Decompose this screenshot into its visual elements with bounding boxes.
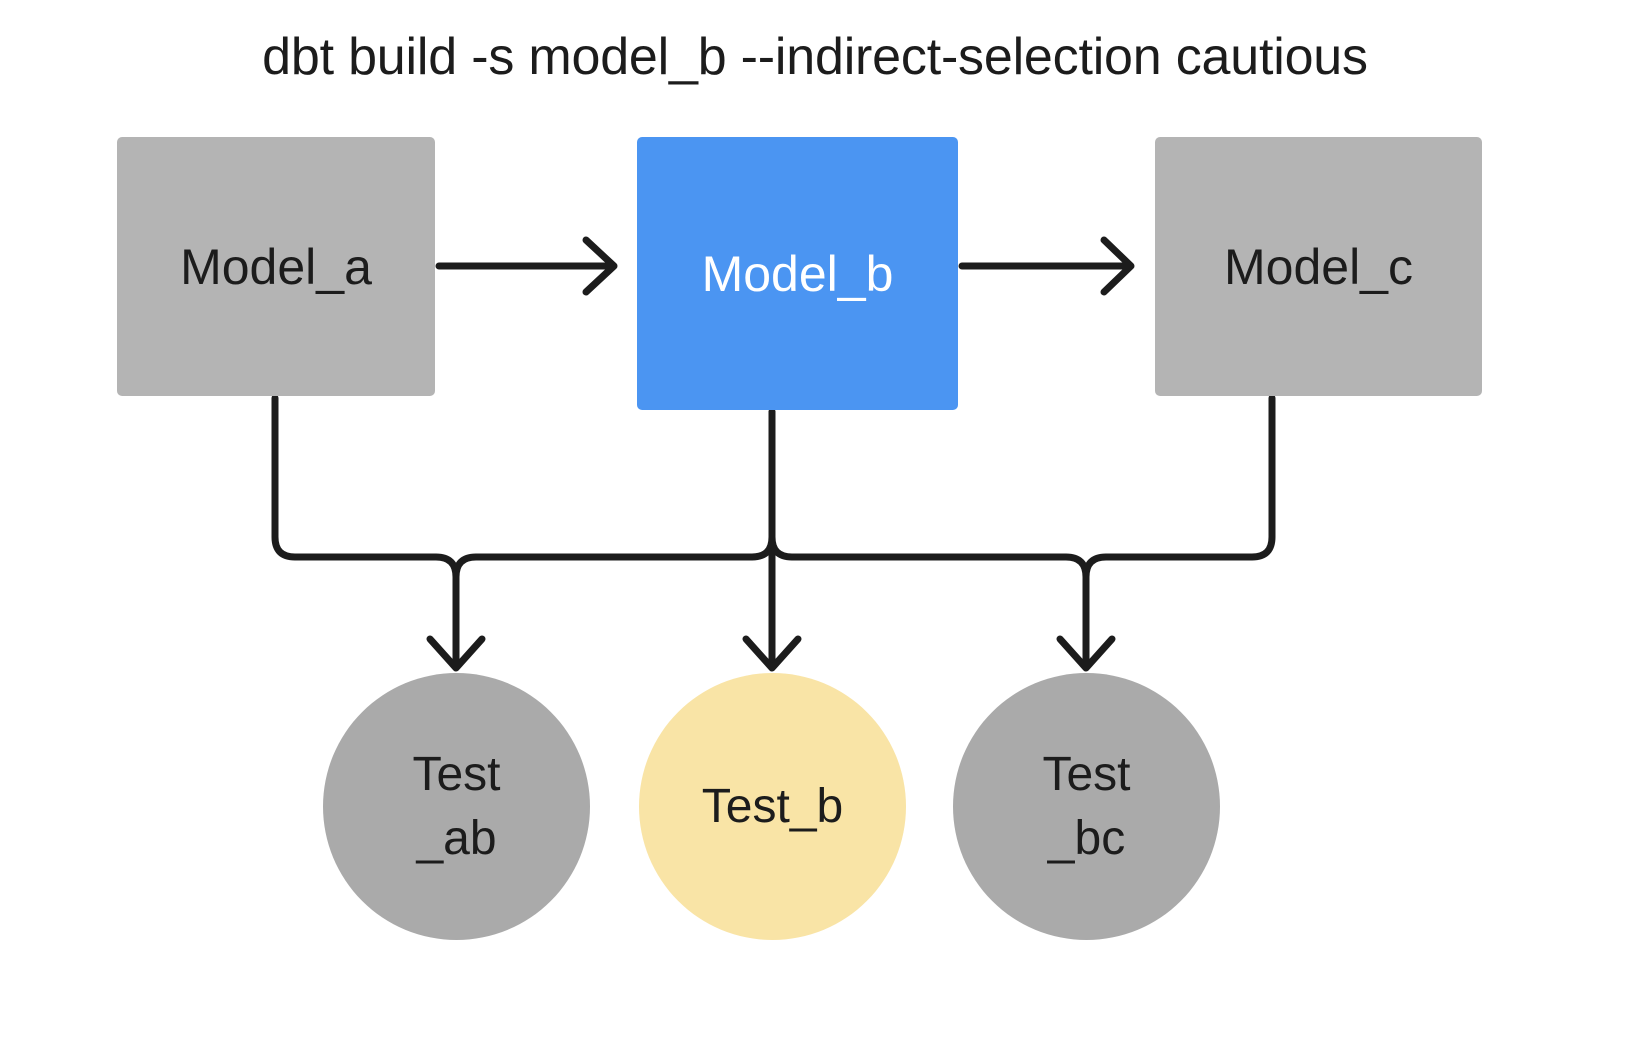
arrowhead-model-a-to-model-b: [582, 236, 618, 296]
edge-model-b-to-test-ab: [452, 408, 776, 670]
node-model-a-label: Model_a: [180, 238, 372, 295]
edge-model-a-to-test-ab: [271, 394, 460, 670]
node-test-ab-label: Test _ab: [412, 748, 501, 865]
node-model-b[interactable]: Model_b: [637, 137, 958, 410]
node-test-bc[interactable]: Test _bc: [953, 673, 1220, 940]
node-test-b[interactable]: Test_b: [639, 673, 906, 940]
node-test-b-label: Test_b: [701, 779, 844, 833]
edge-model-b-to-test-bc: [768, 408, 1090, 670]
node-test-bc-label: Test _bc: [1042, 748, 1131, 865]
diagram-title: dbt build -s model_b --indirect-selectio…: [262, 28, 1368, 86]
arrowhead-model-b-to-test-b: [742, 635, 802, 672]
node-test-ab[interactable]: Test _ab: [323, 673, 590, 940]
arrowhead-model-b-to-model-c: [1100, 236, 1135, 296]
node-model-c[interactable]: Model_c: [1155, 137, 1482, 396]
arrowhead-model-b-to-test-bc: [1056, 635, 1116, 672]
node-model-c-label: Model_c: [1224, 238, 1413, 295]
arrowhead-model-a-to-test-ab: [426, 635, 486, 672]
node-model-b-label: Model_b: [701, 245, 894, 302]
edge-model-c-to-test-bc: [1082, 394, 1276, 670]
node-model-a[interactable]: Model_a: [117, 137, 435, 396]
